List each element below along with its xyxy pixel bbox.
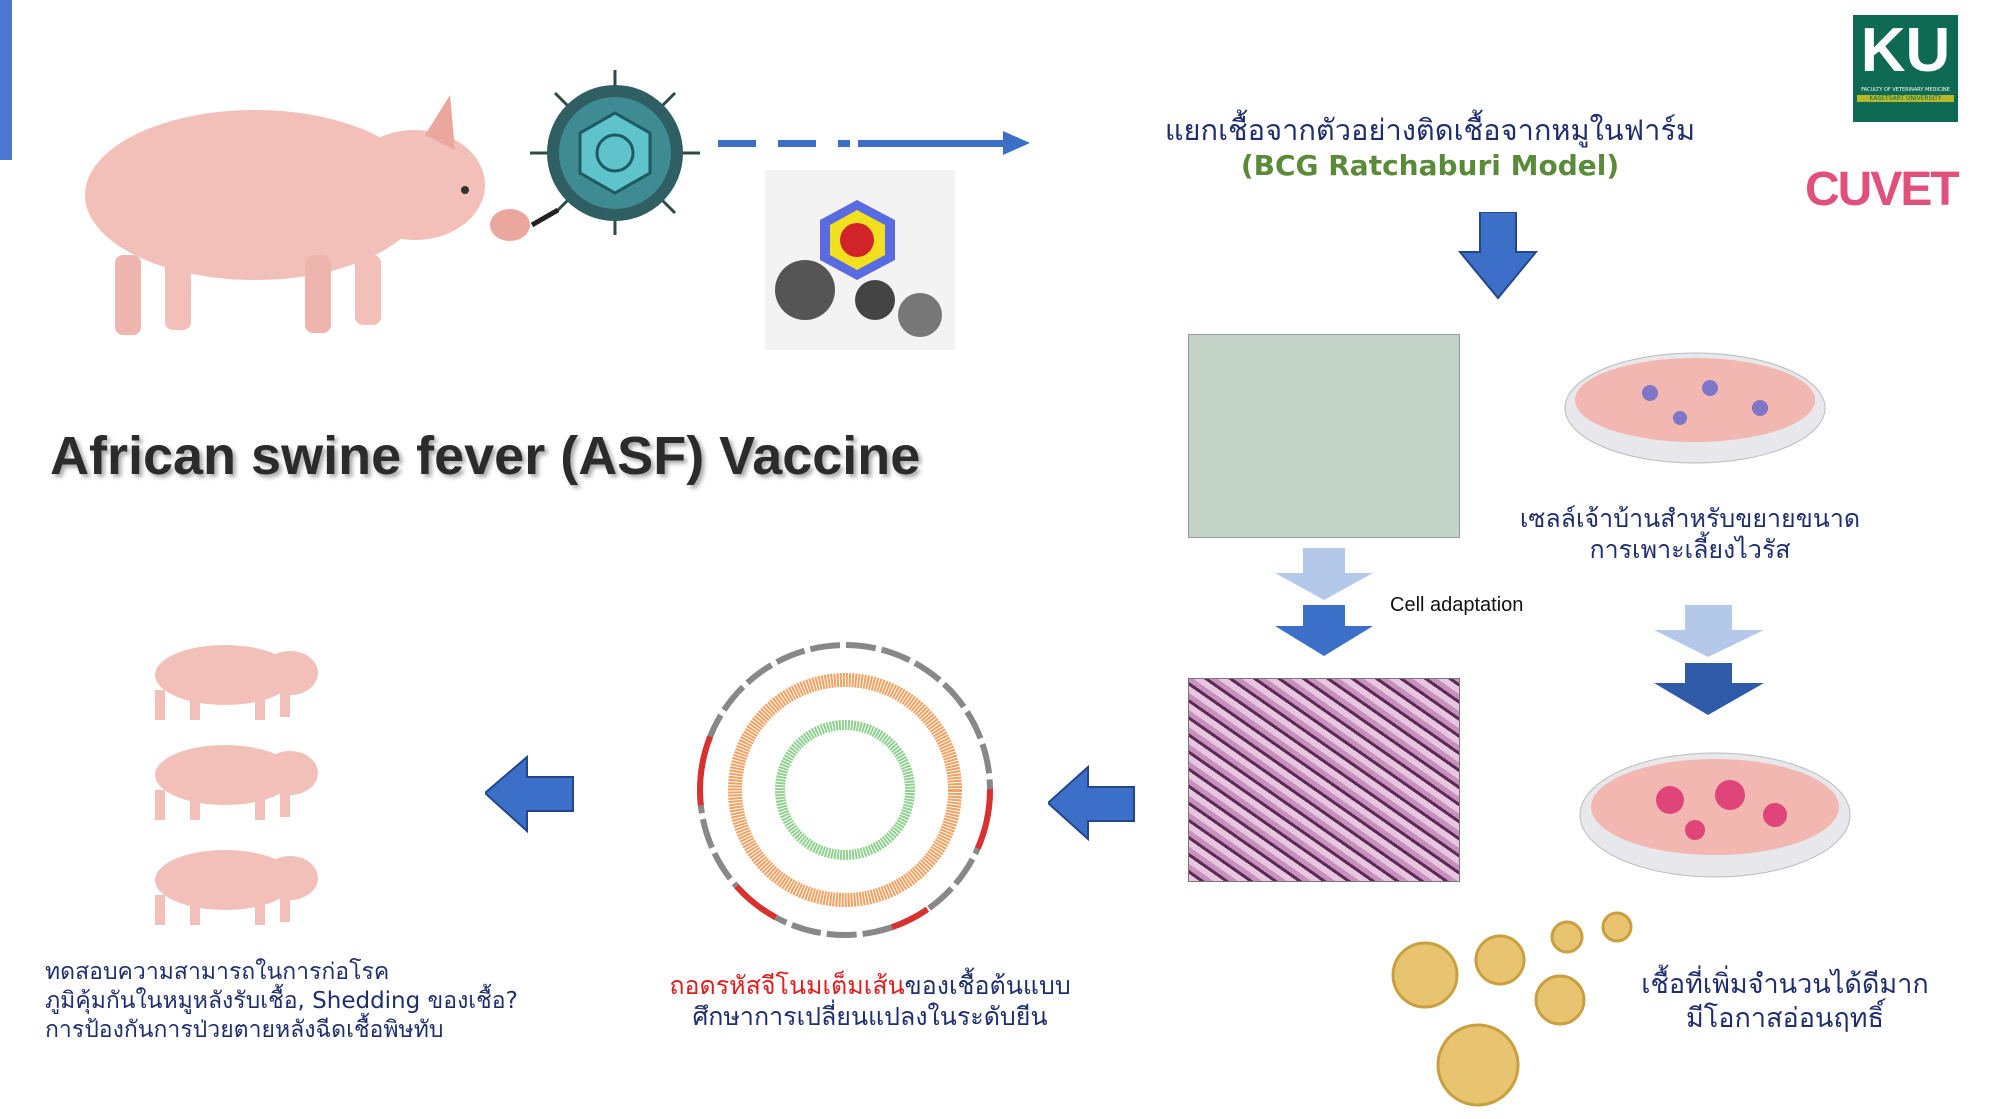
replication-arrows (1654, 605, 1764, 715)
host-cells-line2: การเพาะเลี้ยงไวรัส (1589, 535, 1791, 565)
genome-circos-plot (697, 642, 993, 938)
ku-logo-text: KU (1860, 16, 1951, 85)
isolation-text: แยกเชื้อจากตัวอย่างติดเชื้อจากหมูในฟาร์ม… (1130, 112, 1730, 183)
virus-illustration (530, 70, 700, 235)
sequencing-rest: ของเชื้อต้นแบบ (904, 971, 1071, 1000)
down-arrow (1458, 212, 1538, 300)
cell-adaptation-label: Cell adaptation (1390, 594, 1524, 616)
ku-logo: KU FACULTY OF VETERINARY MEDICINE KASETS… (1853, 15, 1958, 122)
adaptation-arrows (1275, 548, 1373, 656)
sequencing-line2: ศึกษาการเปลี่ยนแปลงในระดับยีน (692, 1002, 1048, 1032)
cell-micrograph-before (1188, 334, 1460, 538)
cuvet-logo: CUVET (1805, 163, 1960, 216)
ku-logo-sub1: FACULTY OF VETERINARY MEDICINE (1861, 87, 1950, 93)
sequencing-highlight: ถอดรหัสจีโนมเต็มเส้น (669, 971, 905, 1000)
host-cells-text: เซลล์เจ้าบ้านสำหรับขยายขนาด การเพาะเลี้ย… (1470, 503, 1910, 566)
left-arrow-sequencing (1048, 765, 1135, 842)
pig-illustration (85, 95, 530, 335)
replication-text: เชื้อที่เพิ่มจำนวนได้ดีมาก มีโอกาสอ่อนฤท… (1600, 968, 1970, 1036)
cell-micrograph-after (1188, 678, 1460, 882)
dashed-arrow (718, 131, 1030, 155)
replication-line1: เชื้อที่เพิ่มจำนวนได้ดีมาก (1641, 969, 1929, 1000)
ku-logo-sub2: KASETSART UNIVERSITY (1857, 95, 1954, 102)
testing-line3: การป้องกันการป่วยตายหลังฉีดเชื้อพิษทับ (45, 1016, 444, 1043)
virus-micrograph (765, 170, 955, 350)
accent-bar (0, 0, 12, 160)
test-pigs (155, 645, 318, 925)
testing-text: ทดสอบความสามารถในการก่อโรค ภูมิคุ้มกันใน… (45, 958, 518, 1044)
testing-line1: ทดสอบความสามารถในการก่อโรค (45, 959, 390, 985)
replication-line2: มีโอกาสอ่อนฤทธิ์ (1685, 1002, 1885, 1034)
sequencing-text: ถอดรหัสจีโนมเต็มเส้นของเชื้อต้นแบบ ศึกษา… (600, 970, 1140, 1033)
isolation-model: (BCG Ratchaburi Model) (1240, 149, 1620, 183)
petri-dish-infected (1579, 752, 1851, 878)
testing-line2: ภูมิคุ้มกันในหมูหลังรับเชื้อ, Shedding ข… (45, 987, 518, 1014)
virus-particles (1391, 911, 1633, 1107)
left-arrow-testing (485, 755, 574, 834)
petri-dish-cells (1564, 352, 1826, 464)
isolation-line1: แยกเชื้อจากตัวอย่างติดเชื้อจากหมูในฟาร์ม (1164, 113, 1696, 147)
page-title: African swine fever (ASF) Vaccine (50, 426, 921, 486)
host-cells-line1: เซลล์เจ้าบ้านสำหรับขยายขนาด (1519, 504, 1861, 533)
